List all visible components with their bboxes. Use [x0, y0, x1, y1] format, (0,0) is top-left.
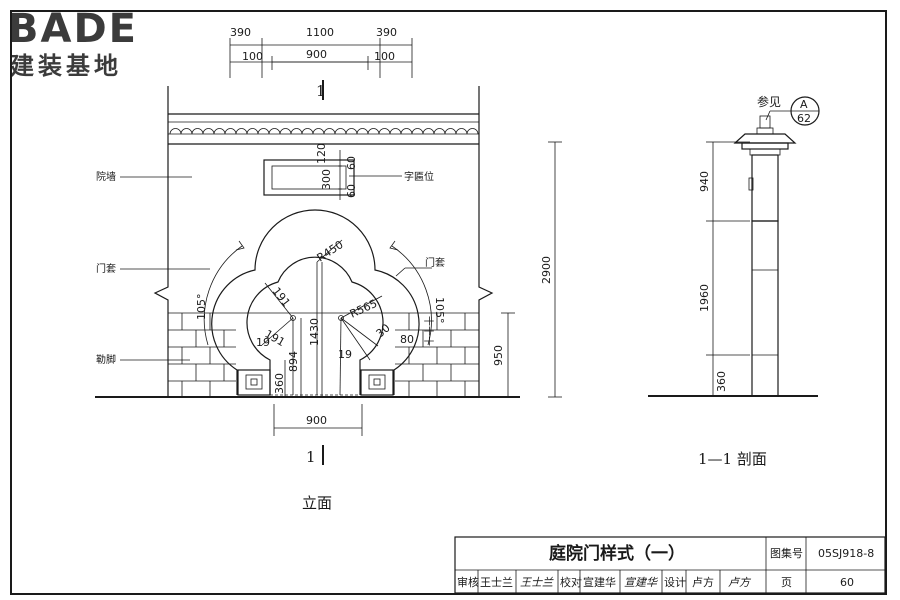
bottom-dims — [273, 404, 363, 436]
wall-left-edge — [153, 86, 169, 397]
dim-900-bottom: 900 — [306, 414, 327, 427]
atlas-number: 05SJ918-8 — [818, 547, 874, 560]
section-wall-lower — [751, 220, 779, 397]
section-wall-upper — [751, 154, 779, 222]
plinth-brick-courses — [168, 313, 479, 397]
angle-105-right: 105° — [433, 297, 446, 324]
section-wall-notch — [748, 177, 754, 191]
door-opening — [246, 256, 384, 395]
radius-construction — [261, 239, 383, 396]
dim-950: 950 — [492, 345, 505, 366]
top-dims — [229, 38, 413, 78]
dim-19-left: 19 — [256, 336, 270, 349]
angle-105-left: 105° — [195, 294, 208, 321]
vertical-dims — [284, 141, 562, 398]
door-base-ornament-left — [237, 369, 271, 396]
review-label: 审核 — [457, 575, 479, 589]
section-dim-940: 940 — [698, 171, 711, 192]
sheet-border — [10, 10, 887, 595]
reviewer-signature: 王士兰 — [520, 576, 554, 589]
door-base-ornament-right — [360, 369, 394, 396]
section-mark-top: 1 — [316, 82, 326, 100]
section-mark-bottom: 1 — [306, 448, 316, 466]
radius-r565: R565 — [348, 297, 379, 321]
section-caption: 1—1 剖面 — [698, 450, 767, 468]
designer-name: 卢方 — [692, 575, 714, 589]
dim-100-left: 100 — [242, 50, 263, 63]
elevation-view: 390 1100 390 100 900 100 900 1 1 立面 院墙 门… — [95, 26, 562, 512]
label-plinth: 勒脚 — [96, 353, 116, 366]
ref-sheet: 62 — [797, 112, 811, 125]
elevation-caption: 立面 — [302, 494, 332, 512]
section-coping-cap — [733, 115, 797, 156]
watermark-brand: BADE — [8, 6, 138, 52]
check-label: 校对 — [560, 575, 582, 589]
angle-arc-right — [391, 245, 432, 346]
dim-894: 894 — [287, 351, 300, 372]
watermark-logo: BADE 建装基地 — [8, 6, 138, 80]
dim-80: 80 — [400, 333, 414, 346]
wall-coping — [168, 113, 479, 145]
dim-19-right: 19 — [338, 348, 352, 361]
dim-900-top: 900 — [306, 48, 327, 61]
designer-signature: 卢方 — [728, 576, 752, 589]
reviewer-name: 王士兰 — [480, 576, 513, 589]
section-dim-1960: 1960 — [698, 284, 711, 312]
dim-1430: 1430 — [308, 318, 321, 346]
label-courtyard-wall: 院墙 — [96, 170, 116, 183]
plaque — [263, 150, 402, 200]
dim-191-a: 191 — [270, 285, 293, 310]
dim-plaque-120: 120 — [315, 143, 328, 164]
dim-1100: 1100 — [306, 26, 334, 39]
dim-plaque-60-bottom: 60 — [345, 184, 358, 198]
ref-label: 参见 — [757, 94, 781, 109]
door-frame-outer — [211, 209, 420, 395]
angle-arc-left — [203, 245, 243, 346]
annotation-right: 十十十 — [422, 316, 435, 346]
dim-360-door: 360 — [273, 373, 286, 394]
wall-right-edge — [478, 86, 494, 397]
page-label: 页 — [781, 576, 792, 589]
checker-signature: 宣建华 — [624, 576, 659, 589]
label-plaque: 字匾位 — [404, 170, 434, 183]
dim-30: 30 — [374, 321, 393, 340]
drawing-title: 庭院门样式（一） — [549, 543, 685, 564]
section-dims — [706, 141, 750, 397]
label-door-frame-right: 门套 — [425, 256, 445, 269]
section-dim-360: 360 — [715, 371, 728, 392]
title-block: 庭院门样式（一） 图集号 05SJ918-8 审核 王士兰 王士兰 校对 宣建华… — [454, 536, 886, 594]
watermark-subtitle: 建装基地 — [10, 52, 122, 80]
dim-390-left: 390 — [230, 26, 251, 39]
detail-reference: A 62 — [765, 96, 820, 126]
checker-name: 宣建华 — [583, 575, 616, 589]
design-label: 设计 — [664, 576, 686, 589]
label-door-frame-left: 门套 — [96, 262, 116, 275]
dim-390-right: 390 — [376, 26, 397, 39]
dim-2900: 2900 — [540, 256, 553, 284]
dim-100-right: 100 — [374, 50, 395, 63]
page-number: 60 — [840, 576, 854, 589]
atlas-label: 图集号 — [770, 546, 803, 560]
section-view: 940 1960 360 A 62 参见 1—1 剖面 — [648, 94, 820, 468]
dim-plaque-60-top: 60 — [345, 156, 358, 170]
dim-plaque-300: 300 — [320, 169, 333, 190]
ref-detail: A — [800, 98, 808, 111]
